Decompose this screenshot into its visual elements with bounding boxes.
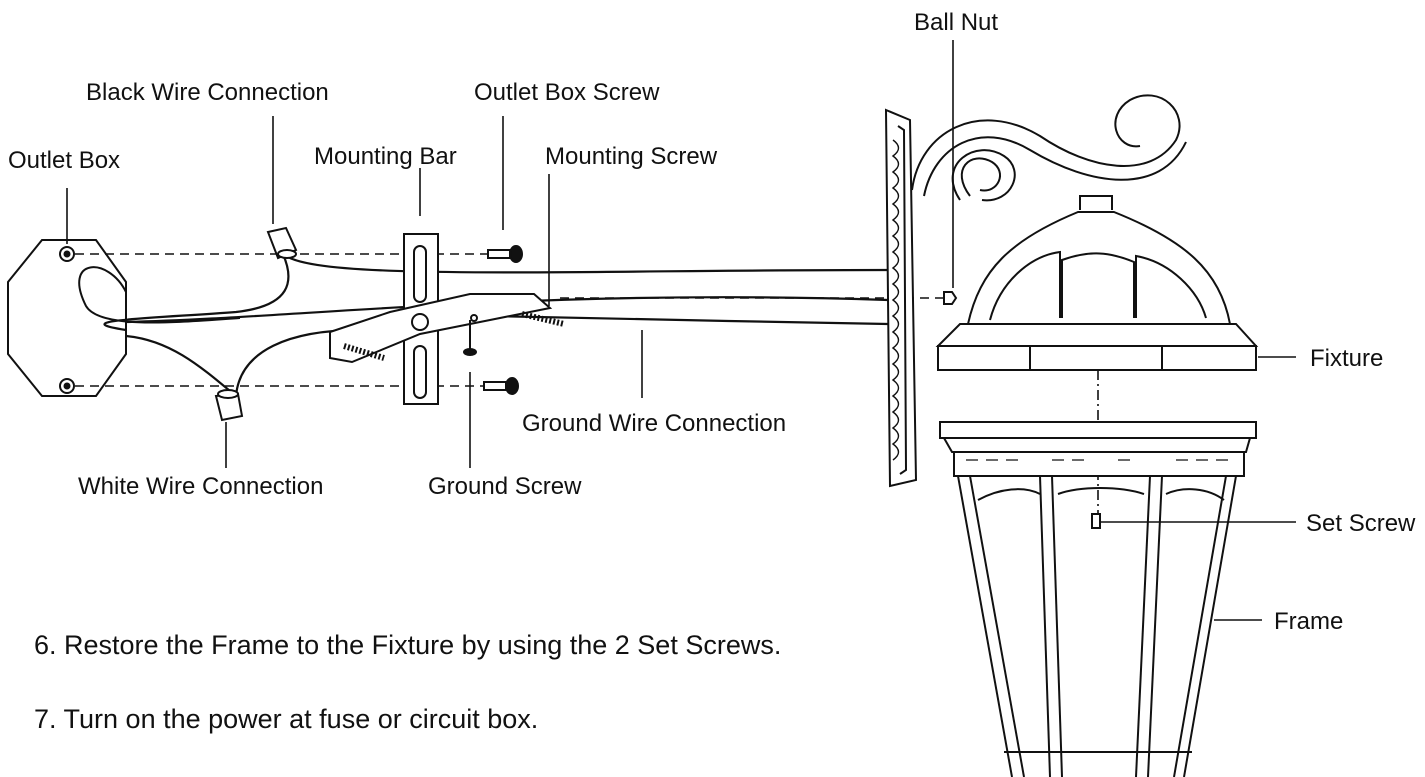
label-fixture: Fixture — [1310, 345, 1383, 372]
leader-lines — [66, 40, 1296, 621]
instruction-step-6: 6. Restore the Frame to the Fixture by u… — [34, 630, 782, 660]
wires — [103, 251, 889, 397]
label-mounting-screw: Mounting Screw — [545, 143, 718, 170]
frame — [939, 421, 1257, 777]
label-ground-wire-connection: Ground Wire Connection — [522, 410, 786, 437]
label-outlet-box-screw: Outlet Box Screw — [474, 79, 660, 106]
label-frame: Frame — [1274, 608, 1343, 635]
instruction-step-7: 7. Turn on the power at fuse or circuit … — [34, 704, 539, 734]
wall-plate — [884, 108, 918, 488]
label-set-screw: Set Screw — [1306, 510, 1416, 537]
label-ground-screw: Ground Screw — [428, 473, 582, 500]
label-black-wire-connection: Black Wire Connection — [86, 79, 329, 106]
label-white-wire-connection: White Wire Connection — [78, 473, 323, 500]
label-ball-nut: Ball Nut — [914, 9, 998, 36]
label-mounting-bar: Mounting Bar — [314, 143, 457, 170]
black-wire-nut — [266, 226, 298, 260]
scroll-arm — [911, 94, 1187, 210]
white-wire-nut — [214, 389, 244, 422]
fixture — [935, 211, 1259, 371]
screws — [343, 245, 1101, 529]
mounting-bar — [329, 233, 553, 405]
label-outlet-box: Outlet Box — [8, 147, 120, 174]
